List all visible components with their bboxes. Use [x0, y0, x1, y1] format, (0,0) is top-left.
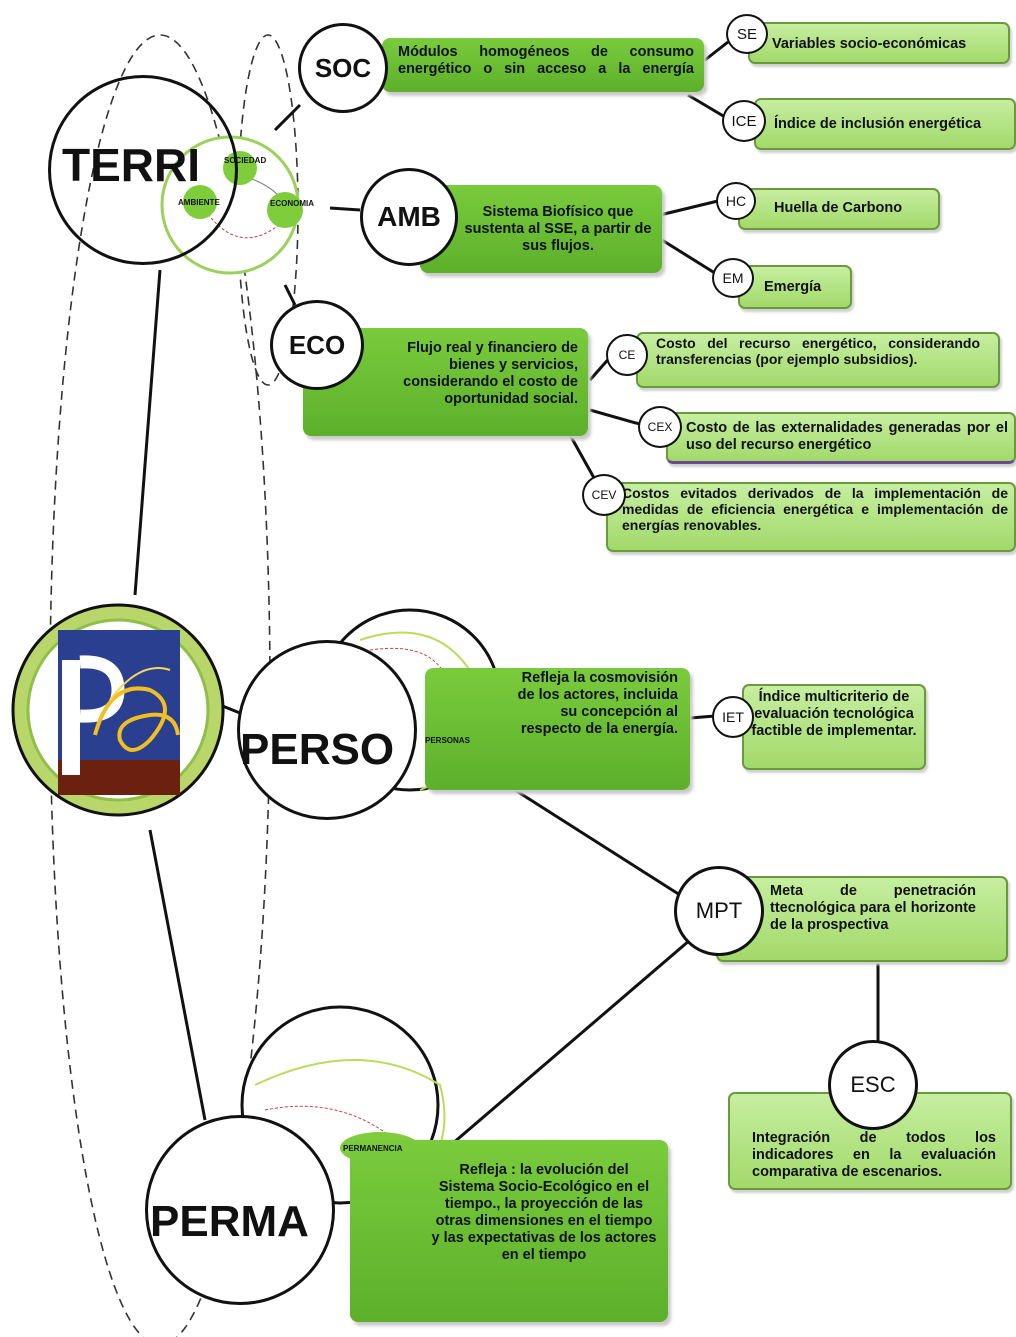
ce-label: CE: [618, 348, 636, 362]
cex-label: CEX: [647, 420, 673, 434]
perma-inner-arc-2: [264, 1105, 396, 1141]
amb-node: AMB: [360, 168, 458, 266]
ambiente-label: AMBIENTE: [178, 198, 220, 207]
soc-description-box: Módulos homogéneos de consumo energético…: [382, 38, 704, 92]
cev-label: CEV: [591, 488, 617, 502]
cev-node: CEV: [582, 474, 626, 516]
logo-light-trail: [93, 686, 180, 752]
iet-label: IET: [722, 709, 744, 725]
hc-node: HC: [716, 182, 756, 220]
perso-label: PERSO: [240, 725, 395, 774]
amb-label: AMB: [377, 201, 441, 232]
amb-description-box: Sistema Biofísico que sustenta al SSE, a…: [420, 185, 662, 273]
mpt-box: Meta de penetración ttecnológica para el…: [716, 876, 1008, 962]
perma-node: [145, 1115, 335, 1305]
soc-node: SOC: [298, 23, 388, 113]
iet-box: Índice multicriterio de evaluación tecno…: [742, 684, 926, 770]
perma-description-box: Refleja : la evolución del Sistema Socio…: [350, 1140, 668, 1322]
perso-node: [237, 640, 417, 820]
eco-label: ECO: [288, 329, 346, 360]
ce-box: Costo del recurso energético, consideran…: [636, 332, 1000, 388]
personas-label: PERSONAS: [425, 736, 470, 745]
soc-label: SOC: [314, 52, 372, 83]
logo-p-stem: [62, 660, 80, 775]
economia-blob: [267, 192, 303, 228]
hc-label: HC: [725, 193, 747, 209]
ice-label: ICE: [731, 112, 757, 130]
permanencia-label: PERMANENCIA: [343, 1144, 403, 1153]
iet-node: IET: [712, 696, 754, 738]
ce-node: CE: [606, 334, 648, 376]
terri-node: [48, 75, 238, 265]
se-node: SE: [726, 14, 768, 54]
eco-description-box: Flujo real y financiero de bienes y serv…: [303, 328, 588, 436]
eco-node: ECO: [270, 300, 364, 390]
se-box: Variables socio-económicas: [748, 22, 1010, 64]
em-label: EM: [722, 270, 744, 286]
logo-light-trail-2: [109, 667, 171, 701]
perma-label: PERMA: [150, 1197, 309, 1246]
esc-node: ESC: [828, 1040, 918, 1130]
hc-box: Huella de Carbono: [738, 188, 940, 230]
sociedad-label: SOCIEDAD: [224, 156, 267, 165]
cex-box: Costo de las externalidades generadas po…: [666, 412, 1016, 464]
ice-node: ICE: [722, 100, 766, 142]
economia-label: ECONOMIA: [270, 199, 314, 208]
perso-description-box: Refleja la cosmovisión de los actores, i…: [425, 668, 690, 790]
mpt-label: MPT: [695, 898, 743, 923]
cex-node: CEX: [638, 406, 682, 448]
terri-label: TERRI: [62, 139, 200, 191]
cev-box: Costos evitados derivados de la implemen…: [606, 482, 1016, 552]
se-label: SE: [736, 25, 757, 43]
em-node: EM: [712, 258, 754, 298]
em-box: Emergía: [738, 265, 852, 309]
ice-box: Índice de inclusión energética: [754, 98, 1016, 150]
esc-label: ESC: [850, 1072, 896, 1097]
mpt-node: MPT: [674, 866, 764, 956]
